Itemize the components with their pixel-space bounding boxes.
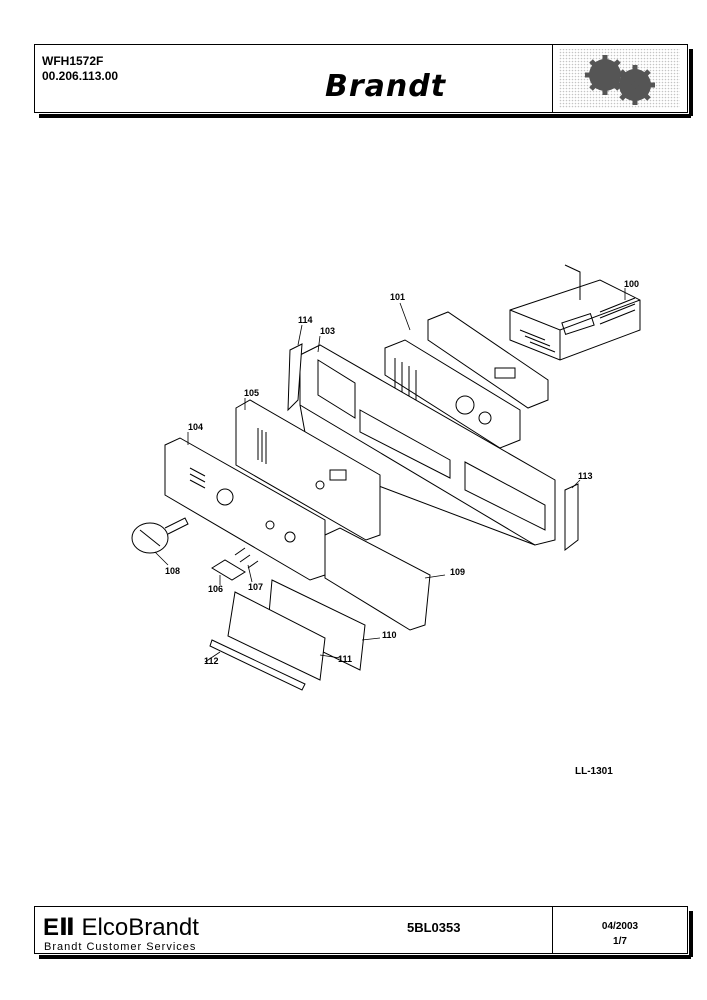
callout-105: 105 [244,388,259,398]
callout-106: 106 [208,584,223,594]
document-number: 5BL0353 [407,920,461,935]
callout-111: 111 [338,654,352,664]
part-111-cover [227,591,326,681]
part-101-pcb [384,311,549,449]
company-name-light: Elco [81,914,129,941]
part-103-frame [299,344,556,546]
elcobrandt-logo: EⅡ ElcoBrandt [43,913,199,942]
callout-101: 101 [390,292,405,302]
model-number: WFH1572F [42,54,104,68]
part-108-knob [131,517,189,554]
callout-107: 107 [248,582,263,592]
callout-112: 112 [204,656,219,666]
model-info: WFH1572F 00.206.113.00 [42,54,118,84]
part-114-cap [287,343,303,412]
gear-logo-box [552,45,693,116]
callout-108: 108 [165,566,180,576]
issue-date: 04/2003 [601,921,639,932]
brand-logo: Brandt [325,69,447,104]
diagram-reference: LL-1301 [575,766,613,777]
logo-mark: EⅡ [43,914,75,941]
gears-icon [559,49,680,108]
part-112-trim [209,639,306,691]
callout-100: 100 [624,279,639,289]
product-code: 00.206.113.00 [42,69,119,83]
title-block: WFH1572F 00.206.113.00 Brandt [34,44,693,118]
date-page-box: 04/2003 1/7 [552,907,693,957]
callout-114: 114 [298,315,313,325]
page-number: 1/7 [613,936,627,947]
part-105-panel [235,399,381,541]
callout-109: 109 [450,567,465,577]
part-109-door [324,527,431,631]
callout-103: 103 [320,326,335,336]
part-100-module [509,264,641,361]
footer-block: EⅡ ElcoBrandt Brandt Customer Services 5… [34,906,693,959]
callout-104: 104 [188,422,203,432]
company-name-bold: Brandt [128,914,199,941]
part-107-springs [234,547,259,569]
part-113-cap [564,483,579,552]
service-name: Brandt Customer Services [44,941,197,953]
part-106-button [211,559,246,581]
callout-110: 110 [382,630,397,640]
callout-113: 113 [578,471,593,481]
